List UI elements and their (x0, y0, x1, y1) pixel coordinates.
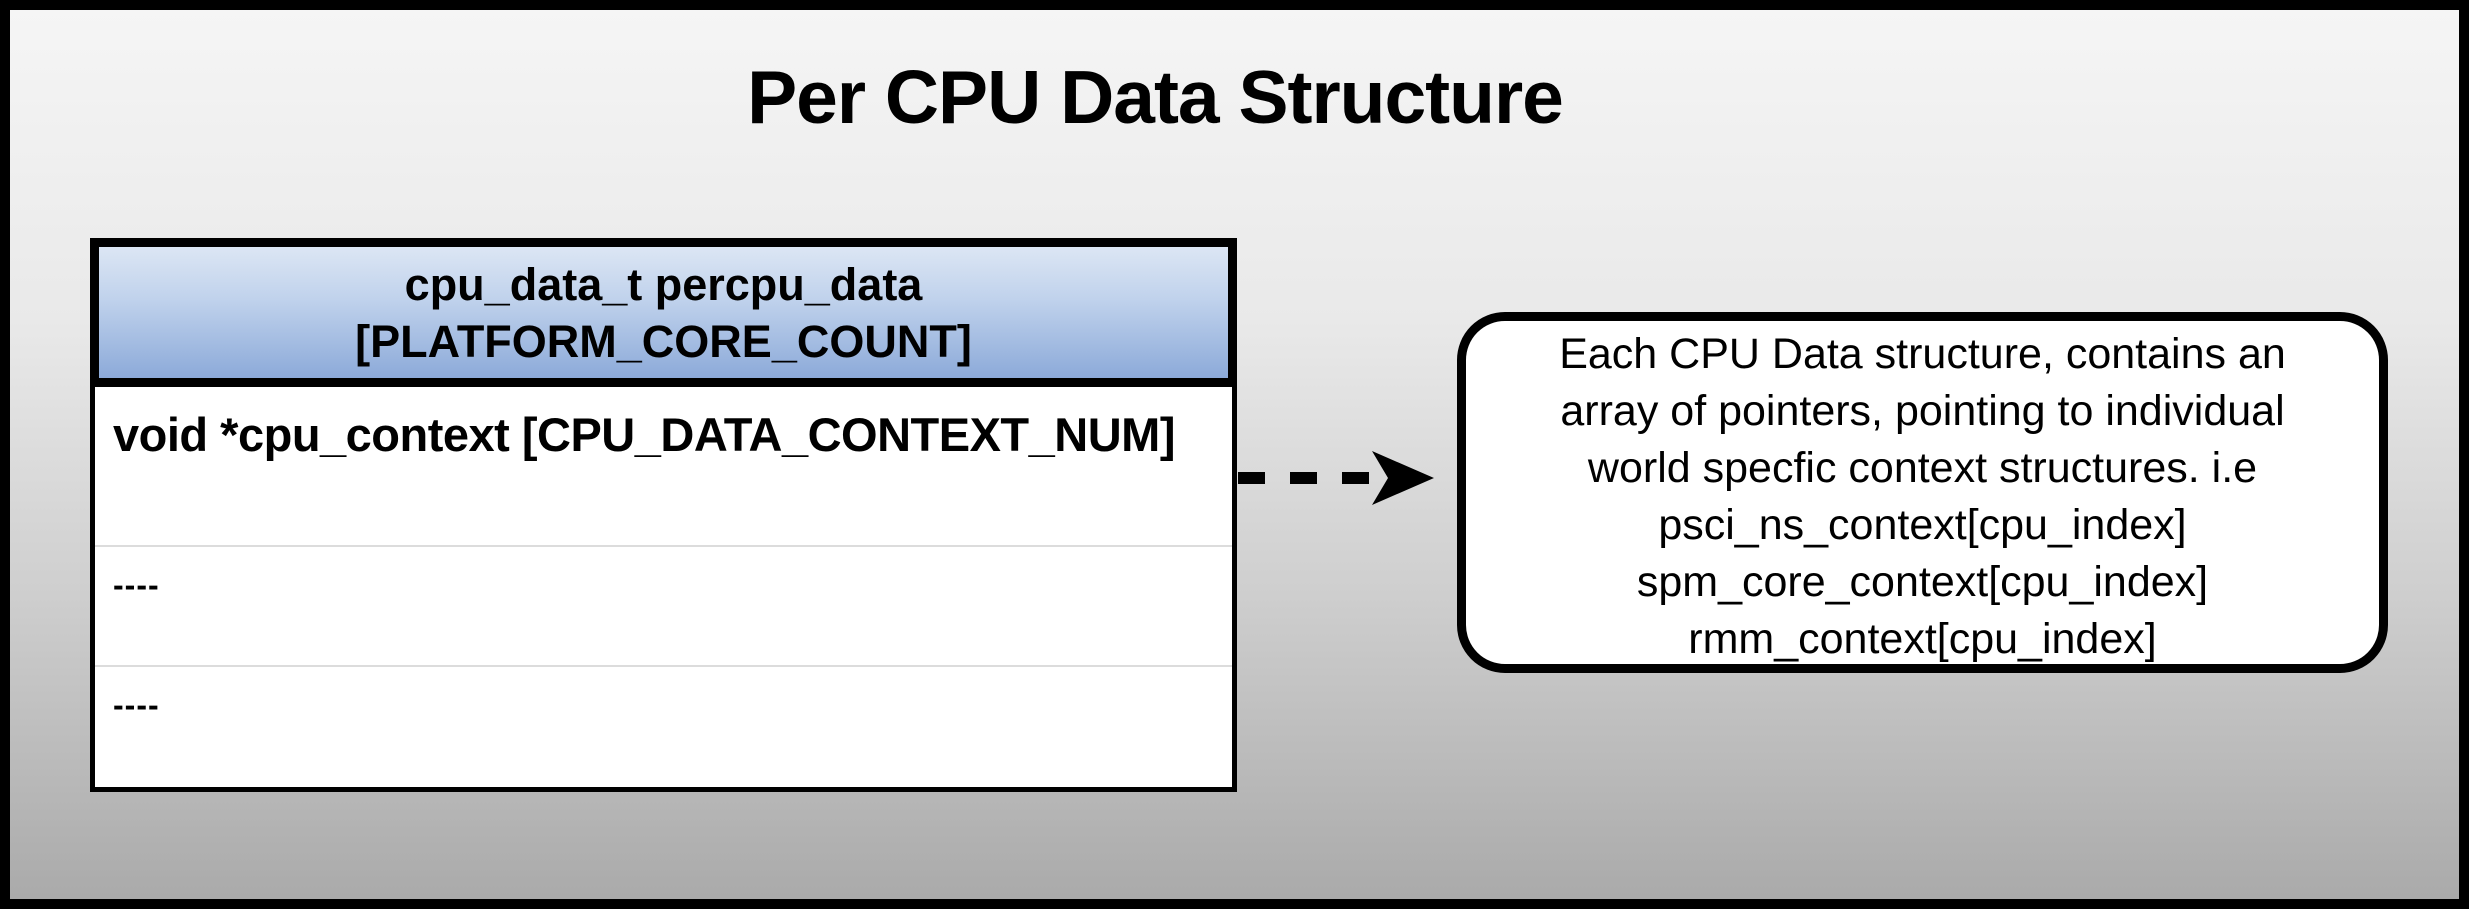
table-header: cpu_data_t percpu_data [PLATFORM_CORE_CO… (90, 238, 1237, 387)
callout-line-6: rmm_context[cpu_index] (1688, 615, 2157, 663)
table-header-line-1: cpu_data_t percpu_data (404, 258, 923, 310)
table-header-line-2: [PLATFORM_CORE_COUNT] (355, 315, 972, 367)
dashed-right-arrow-icon (1238, 451, 1434, 505)
callout-line-3: world specfic context structures. i.e (1587, 444, 2258, 492)
callout-line-1: Each CPU Data structure, contains an (1559, 330, 2286, 378)
callout-line-5: spm_core_context[cpu_index] (1636, 558, 2209, 606)
table-row-cpu-context: void *cpu_context [CPU_DATA_CONTEXT_NUM] (113, 408, 1175, 461)
page-title: Per CPU Data Structure (747, 55, 1564, 139)
table-row-placeholder-1: ---- (95, 545, 1232, 665)
callout-box: Each CPU Data structure, contains an arr… (1457, 312, 2388, 673)
cpu-data-table: cpu_data_t percpu_data [PLATFORM_CORE_CO… (90, 238, 1237, 792)
table-body: void *cpu_context [CPU_DATA_CONTEXT_NUM]… (90, 387, 1237, 792)
callout-line-2: array of pointers, pointing to individua… (1560, 387, 2285, 435)
table-row-placeholder-2: ---- (95, 665, 1232, 787)
callout-line-4: psci_ns_context[cpu_index] (1658, 501, 2187, 549)
